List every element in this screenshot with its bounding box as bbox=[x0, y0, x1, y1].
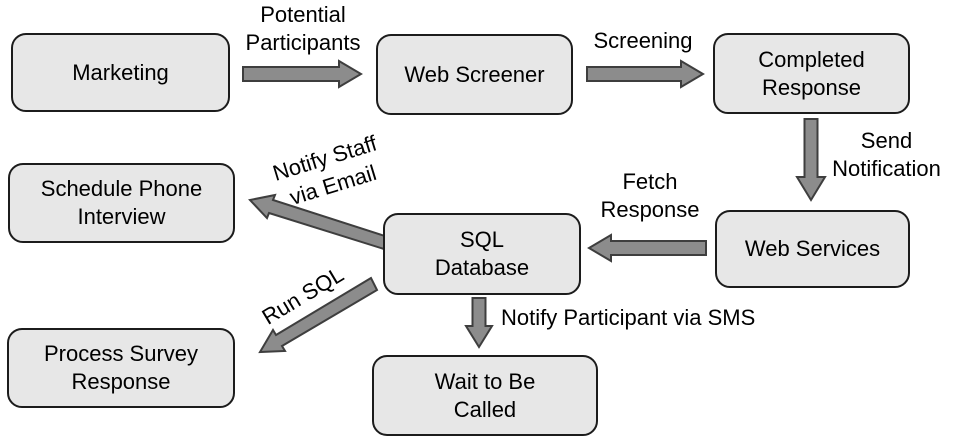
node-sql-database: SQL Database bbox=[383, 213, 581, 295]
edge-label-screening: Screening bbox=[593, 28, 693, 53]
arrow-web-services-to-sql-database bbox=[587, 233, 707, 263]
edge-label-potential-participants: Potential Participants bbox=[245, 2, 361, 55]
arrow-sql-database-to-process-survey-response bbox=[258, 276, 379, 354]
arrow-completed-response-to-web-services bbox=[795, 118, 827, 202]
arrow-sql-database-to-wait-to-be-called bbox=[464, 297, 494, 349]
node-wait-to-be-called: Wait to Be Called bbox=[372, 355, 598, 436]
node-process-survey-response: Process Survey Response bbox=[7, 328, 235, 408]
arrow-marketing-to-web-screener bbox=[242, 59, 363, 89]
node-completed-response: Completed Response bbox=[713, 33, 910, 114]
node-schedule-phone-interview: Schedule Phone Interview bbox=[8, 163, 235, 243]
node-web-screener: Web Screener bbox=[376, 34, 573, 115]
node-marketing: Marketing bbox=[11, 33, 230, 112]
edge-label-fetch-response: Fetch Response bbox=[600, 169, 700, 222]
arrow-sql-database-to-schedule-phone-interview bbox=[248, 193, 390, 251]
edge-label-send-notification: Send Notification bbox=[832, 128, 941, 181]
arrow-web-screener-to-completed-response bbox=[586, 59, 705, 89]
edge-label-notify-participant-via-sms: Notify Participant via SMS bbox=[501, 305, 756, 330]
node-web-services: Web Services bbox=[715, 210, 910, 288]
